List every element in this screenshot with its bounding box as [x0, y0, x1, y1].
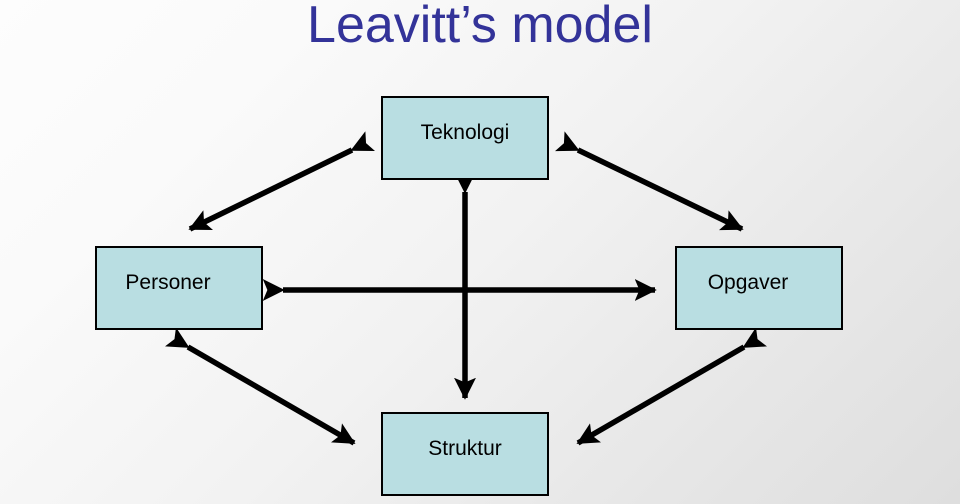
node-teknologi[interactable]: Teknologi	[381, 96, 549, 180]
edge-teknologi-opgaver	[554, 131, 744, 232]
node-personer[interactable]: Personer	[95, 246, 263, 330]
edge-teknologi-personer	[188, 131, 376, 232]
page-title: Leavitt’s model	[307, 0, 653, 54]
node-opgaver-label: Opgaver	[707, 271, 789, 294]
node-personer-label: Personer	[125, 271, 211, 294]
node-opgaver[interactable]: Opgaver	[675, 246, 843, 330]
edge-personer-struktur	[164, 327, 356, 446]
node-struktur-label: Struktur	[428, 437, 502, 460]
edge-opgaver-struktur	[576, 327, 768, 446]
node-teknologi-label: Teknologi	[420, 121, 510, 144]
node-struktur[interactable]: Struktur	[381, 412, 549, 496]
